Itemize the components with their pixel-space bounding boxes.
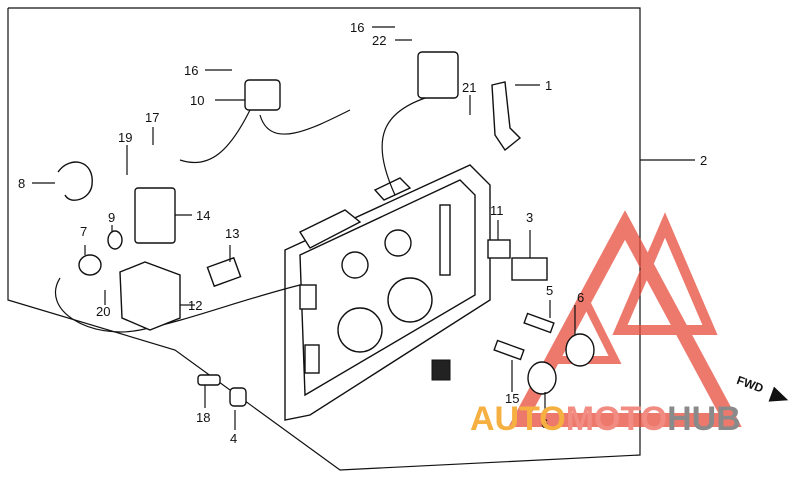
callout-13: 13 [225, 226, 239, 241]
diagram-boundary [7, 7, 641, 471]
callout-4: 4 [230, 431, 237, 446]
watermark-part-moto: MOTO [566, 400, 667, 438]
callout-16-left: 16 [184, 63, 198, 78]
relay-bracket [134, 187, 176, 244]
watermark-text: AUTOMOTOHUB [470, 400, 741, 438]
callout-1: 1 [545, 78, 552, 93]
callout-19: 19 [118, 130, 132, 145]
main-panel-assembly [284, 164, 491, 421]
knob-lower [527, 361, 557, 395]
callout-18: 18 [196, 410, 210, 425]
callout-16-top: 16 [350, 20, 364, 35]
forward-direction-indicator: FWD [735, 373, 789, 402]
connector-small [487, 239, 511, 259]
callout-7: 7 [80, 224, 87, 239]
screw-part [197, 374, 221, 386]
connector-part [244, 79, 281, 111]
callout-6-upper: 6 [577, 290, 584, 305]
cap-part [431, 359, 451, 381]
wire-harness-top [381, 94, 436, 196]
callout-6-lower: 6 [541, 416, 548, 431]
wire-harness-left [54, 277, 301, 333]
callout-8: 8 [18, 176, 25, 191]
callout-5: 5 [546, 283, 553, 298]
callout-22: 22 [372, 33, 386, 48]
callout-12: 12 [188, 298, 202, 313]
clamp-part [57, 161, 93, 201]
bulb-socket [78, 254, 102, 276]
pin-part [523, 312, 555, 334]
callout-17: 17 [145, 110, 159, 125]
callout-11: 11 [490, 203, 504, 218]
bracket-part [491, 81, 522, 152]
callout-3: 3 [526, 210, 533, 225]
small-connector [206, 256, 242, 288]
watermark-part-auto: AUTO [470, 400, 566, 438]
leader-lines [32, 26, 695, 430]
fwd-label: FWD [735, 373, 766, 396]
bulb [107, 230, 123, 250]
wire-part [179, 109, 351, 164]
fwd-arrow-icon [768, 386, 789, 402]
callout-20: 20 [96, 304, 110, 319]
callout-21: 21 [462, 80, 476, 95]
knob-upper [565, 333, 595, 367]
switch-unit [417, 51, 459, 99]
grommet-part [229, 387, 247, 407]
callout-10: 10 [190, 93, 204, 108]
callout-14: 14 [196, 208, 210, 223]
callout-9: 9 [108, 210, 115, 225]
cover-part [511, 257, 548, 281]
watermark-part-hub: HUB [667, 400, 741, 438]
relay-unit [119, 261, 181, 331]
pin-part-lower [493, 339, 525, 361]
callout-15: 15 [505, 391, 519, 406]
callout-2: 2 [700, 153, 707, 168]
